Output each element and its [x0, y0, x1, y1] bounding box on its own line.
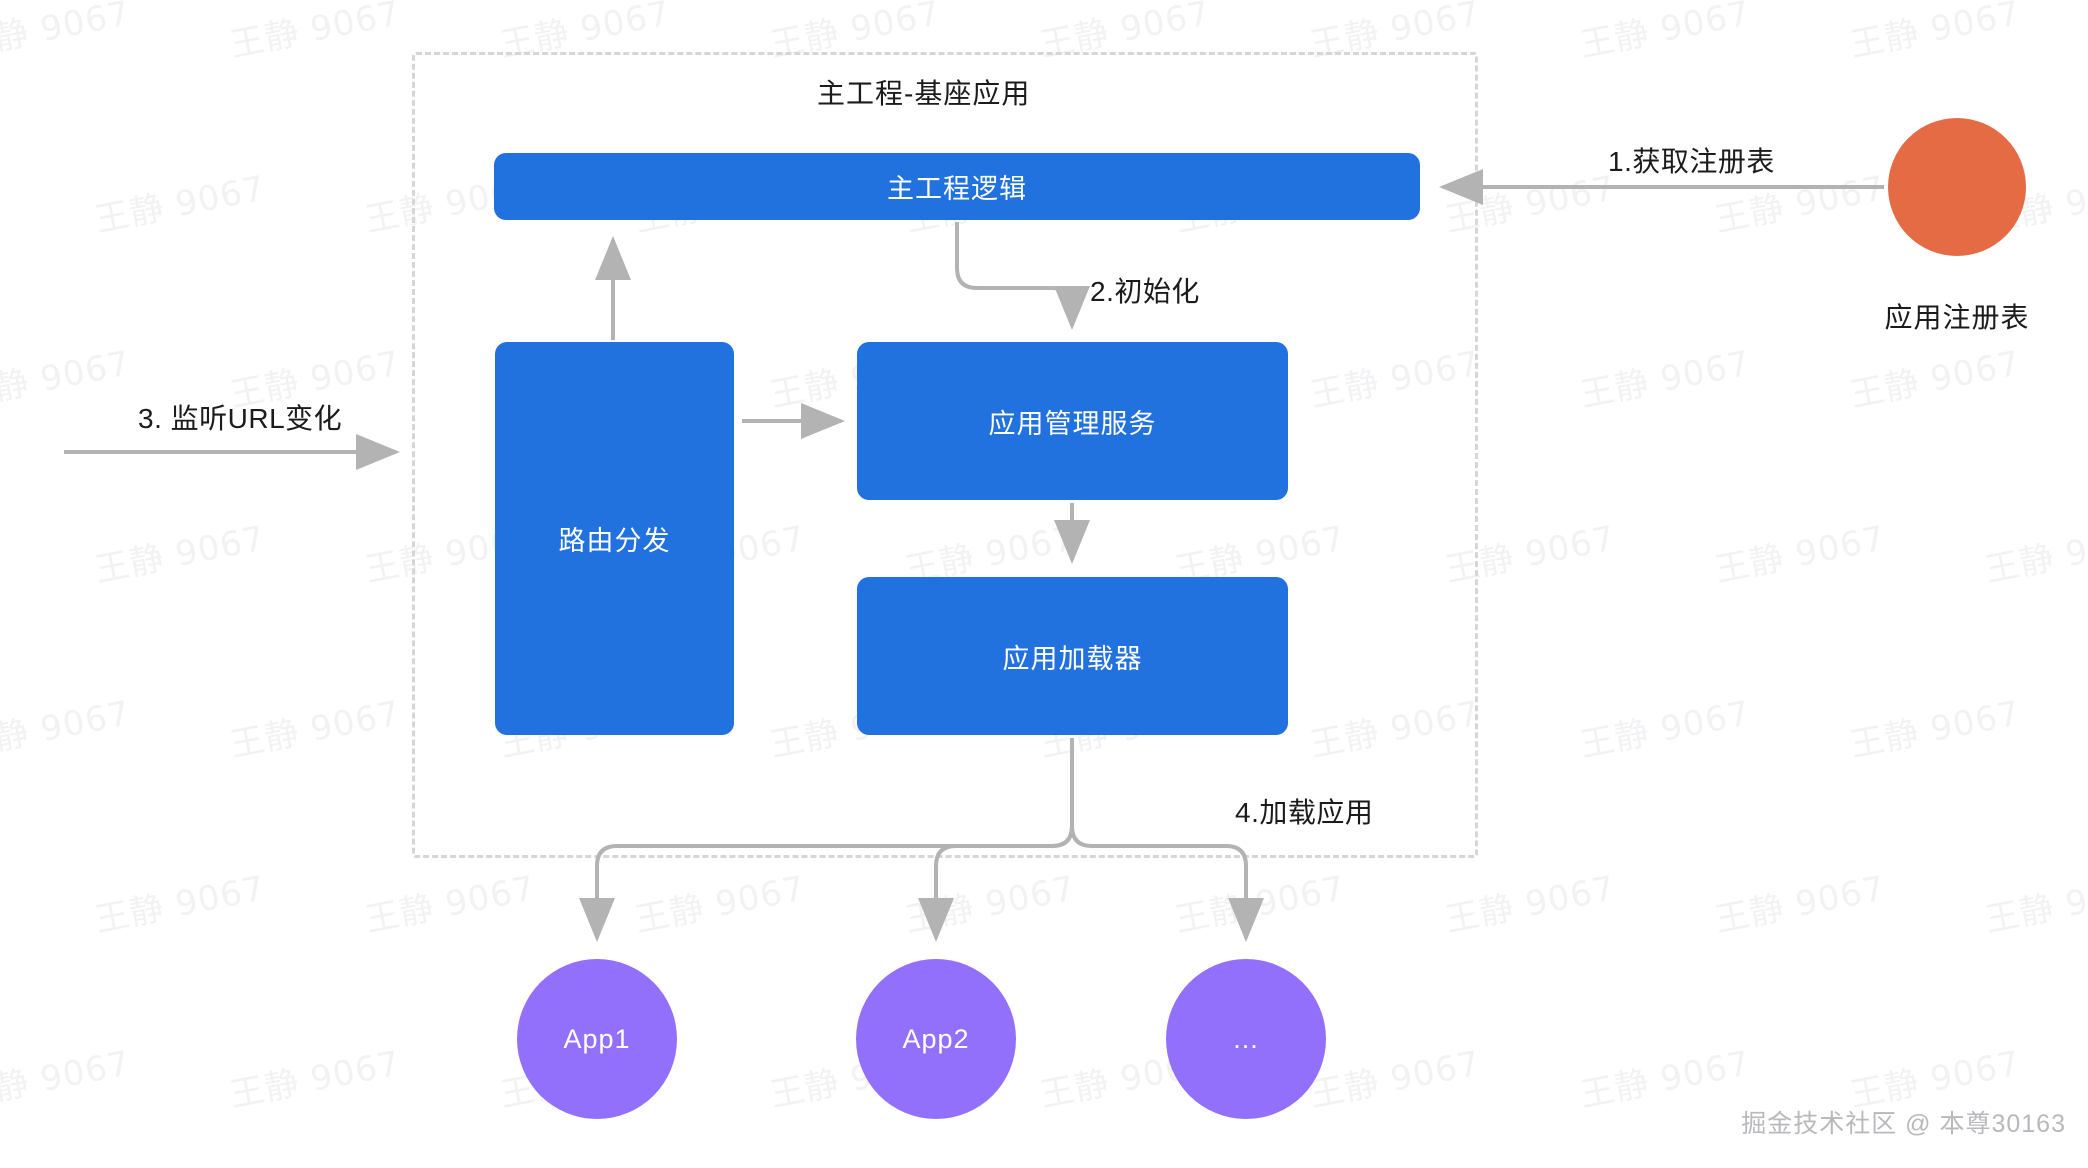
- node-app-more[interactable]: ...: [1166, 959, 1326, 1119]
- node-app2[interactable]: App2: [856, 959, 1016, 1119]
- node-router-label: 路由分发: [558, 526, 671, 556]
- node-app-manager[interactable]: 应用管理服务: [857, 342, 1288, 500]
- node-app1[interactable]: App1: [517, 959, 677, 1119]
- edge-label-load-apps: 4.加载应用: [1235, 797, 1374, 828]
- node-app-more-label: ...: [1233, 1023, 1259, 1054]
- node-app2-label: App2: [902, 1023, 970, 1054]
- edge-label-get-registry: 1.获取注册表: [1608, 146, 1775, 177]
- node-app-manager-label: 应用管理服务: [988, 408, 1157, 439]
- node-app-registry[interactable]: [1888, 118, 2026, 256]
- node-main-logic[interactable]: 主工程逻辑: [494, 153, 1420, 220]
- attribution-text: 掘金技术社区 @ 本尊30163: [1741, 1110, 2066, 1138]
- node-main-logic-label: 主工程逻辑: [887, 174, 1027, 204]
- node-app1-label: App1: [563, 1023, 631, 1054]
- group-title: 主工程-基座应用: [817, 78, 1031, 109]
- edge-label-listen-url: 3. 监听URL变化: [138, 403, 343, 434]
- node-app-loader-label: 应用加载器: [1002, 643, 1143, 674]
- node-router[interactable]: 路由分发: [495, 342, 734, 735]
- node-app-loader[interactable]: 应用加载器: [857, 577, 1288, 735]
- node-app-registry-caption: 应用注册表: [1884, 302, 2030, 333]
- edge-label-initialize: 2.初始化: [1090, 276, 1200, 307]
